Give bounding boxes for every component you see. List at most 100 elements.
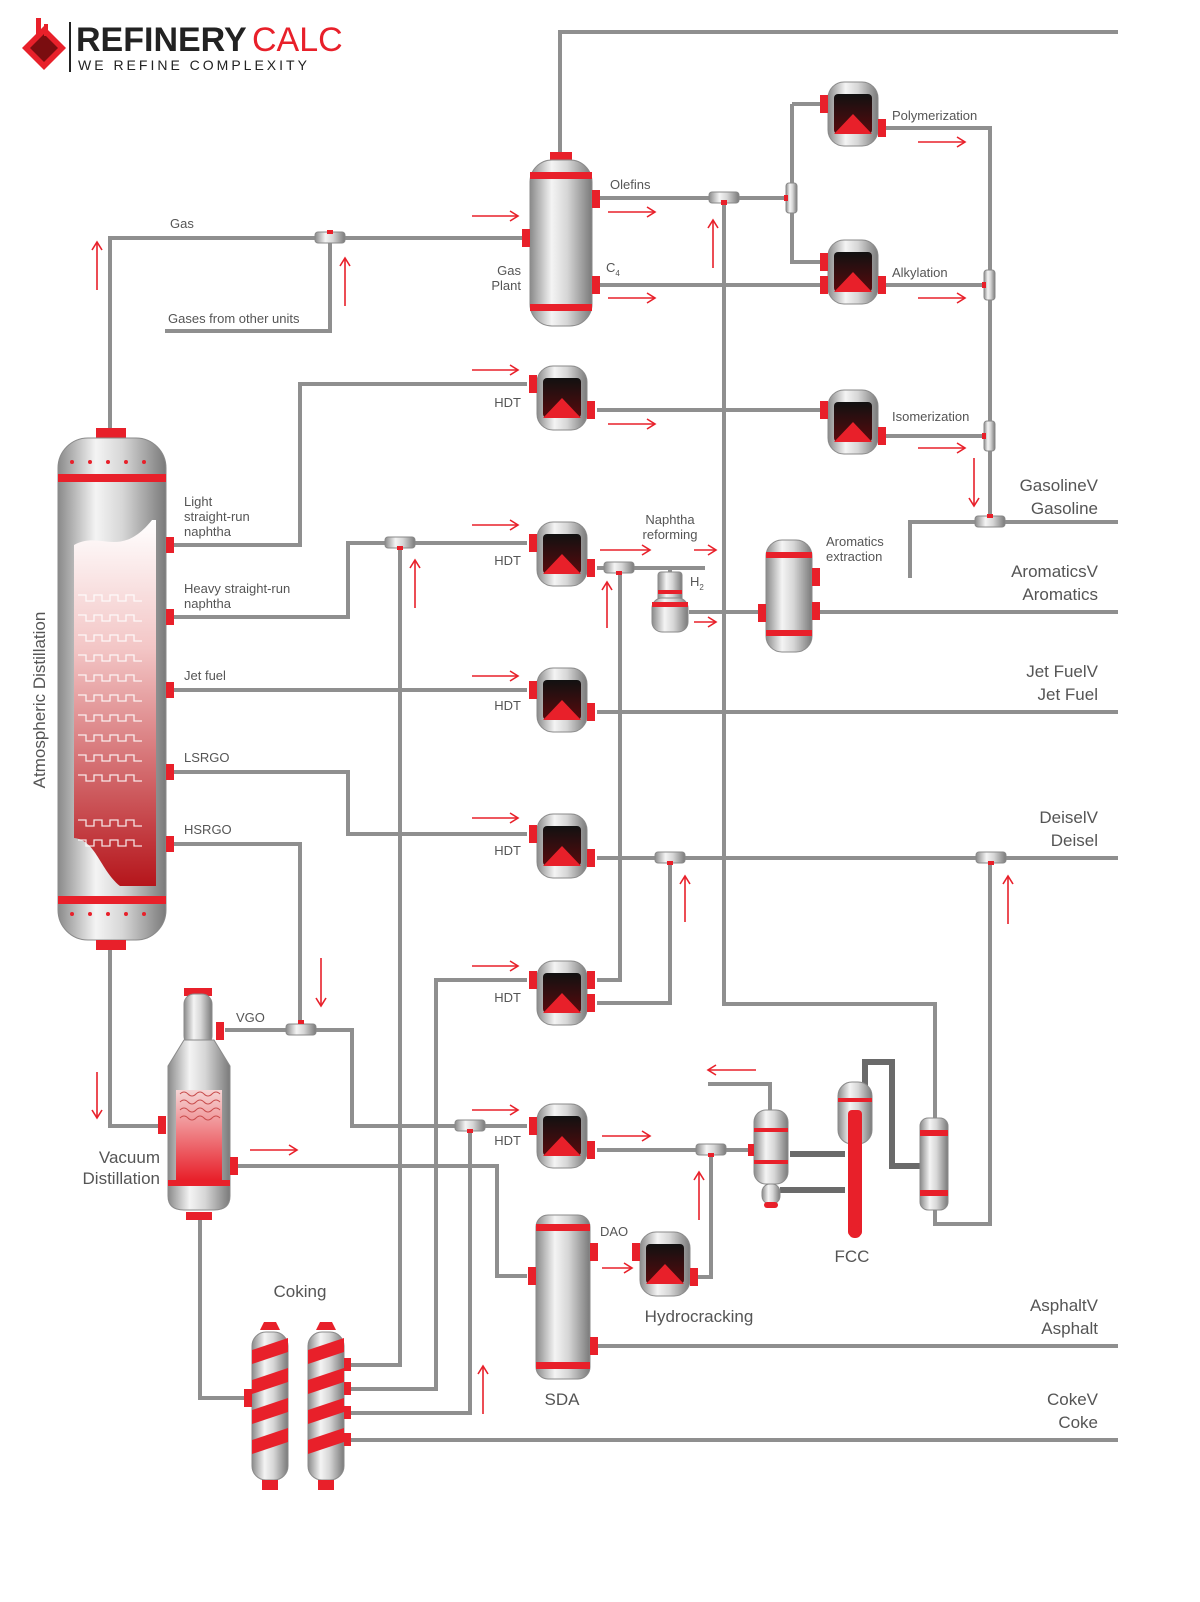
vacuum-distillation-label-line2: Distillation — [83, 1169, 160, 1188]
product-labels: GasolineV Gasoline AromaticsV Aromatics … — [1011, 476, 1099, 1432]
gas-label: Gas — [170, 216, 194, 231]
heavy-naphtha-label-line1: Heavy straight-run — [184, 581, 290, 596]
aromatics-extraction-label-line2: extraction — [826, 549, 882, 564]
hdt-label: HDT — [494, 553, 521, 568]
hdt-reactor — [529, 365, 595, 431]
junction — [384, 536, 416, 550]
arrow-up-icon — [409, 558, 421, 608]
h2-label: H2 — [690, 574, 704, 592]
light-naphtha-label-line1: Light — [184, 494, 213, 509]
hdt-reactor — [529, 521, 595, 587]
alkylation-label: Alkylation — [892, 265, 948, 280]
junctions — [285, 182, 1007, 1157]
naphtha-reforming-unit — [651, 571, 689, 633]
aromatics-extraction-vessel — [758, 539, 820, 653]
arrow-right-icon — [918, 442, 967, 454]
product-label: Coke — [1058, 1413, 1098, 1432]
arrow-right-icon — [472, 210, 520, 222]
arrow-down-icon — [968, 458, 980, 508]
product-label: Gasoline — [1031, 499, 1098, 518]
hdt-reactor — [529, 1103, 595, 1169]
flow-arrows — [91, 136, 1014, 1414]
product-label: Asphalt — [1041, 1319, 1098, 1338]
arrow-up-icon — [477, 1364, 489, 1414]
junction — [603, 561, 635, 575]
arrow-right-icon — [472, 1104, 520, 1116]
gas-plant-label-line2: Plant — [491, 278, 521, 293]
arrow-down-icon — [315, 958, 327, 1008]
naphtha-reforming-label-line1: Naphtha — [645, 512, 695, 527]
junction — [314, 230, 346, 244]
junction — [975, 851, 1007, 865]
coking-label: Coking — [274, 1282, 327, 1301]
arrow-left-icon — [706, 1064, 756, 1076]
arrow-up-icon — [679, 874, 691, 922]
c4-label: C4 — [606, 260, 620, 278]
fcc-label: FCC — [835, 1247, 870, 1266]
arrow-right-icon — [472, 812, 520, 824]
dao-label: DAO — [600, 1224, 628, 1239]
arrow-right-icon — [608, 418, 657, 430]
atmospheric-distillation-column — [57, 428, 174, 950]
coking-drum — [307, 1322, 351, 1490]
olefins-label: Olefins — [610, 177, 651, 192]
pipe-network — [108, 30, 1118, 1442]
product-code: CokeV — [1047, 1390, 1099, 1409]
vgo-label: VGO — [236, 1010, 265, 1025]
arrow-right-icon — [602, 1130, 652, 1142]
arrow-right-icon — [918, 292, 967, 304]
arrow-up-icon — [693, 1170, 705, 1220]
hydrocracking-label: Hydrocracking — [645, 1307, 754, 1326]
junction — [708, 191, 740, 205]
junction — [285, 1020, 317, 1036]
logo: REFINERY CALC WE REFINE COMPLEXITY — [22, 18, 343, 73]
arrow-right-icon — [472, 364, 520, 376]
sda-label: SDA — [545, 1390, 581, 1409]
arrow-up-icon — [1002, 874, 1014, 924]
jet-fuel-stream-label: Jet fuel — [184, 668, 226, 683]
product-label: Deisel — [1051, 831, 1098, 850]
atmospheric-distillation-label: Atmospheric Distillation — [30, 612, 49, 789]
coking-drum — [244, 1322, 289, 1490]
junction — [982, 420, 996, 452]
vacuum-distillation-label-line1: Vacuum — [99, 1148, 160, 1167]
arrow-right-icon — [250, 1144, 299, 1156]
product-label: Jet Fuel — [1038, 685, 1098, 704]
junction — [974, 514, 1006, 528]
arrow-right-icon — [600, 544, 652, 556]
naphtha-reforming-label-line2: reforming — [643, 527, 698, 542]
gas-plant-label-line1: Gas — [497, 263, 521, 278]
junction — [654, 851, 686, 865]
isomerization-label: Isomerization — [892, 409, 969, 424]
product-code: DeiselV — [1039, 808, 1098, 827]
polymerization-reactor — [820, 81, 886, 147]
sda-vessel — [528, 1214, 598, 1380]
hdt-reactor — [529, 960, 595, 1026]
logo-name-part2: CALC — [252, 21, 343, 59]
logo-icon — [22, 18, 66, 70]
isomerization-reactor — [820, 389, 886, 455]
gases-from-other-units-label: Gases from other units — [168, 311, 300, 326]
hdt-label: HDT — [494, 1133, 521, 1148]
product-code: AsphaltV — [1030, 1296, 1099, 1315]
arrow-up-icon — [601, 580, 613, 628]
product-code: GasolineV — [1020, 476, 1099, 495]
product-label: Aromatics — [1022, 585, 1098, 604]
polymerization-label: Polymerization — [892, 108, 977, 123]
arrow-right-icon — [694, 616, 718, 628]
arrow-up-icon — [339, 256, 351, 306]
gas-plant-vessel — [522, 152, 600, 327]
aromatics-extraction-label-line1: Aromatics — [826, 534, 884, 549]
hdt-label: HDT — [494, 990, 521, 1005]
logo-name-part1: REFINERY — [76, 21, 247, 59]
junction — [982, 269, 996, 301]
arrow-right-icon — [472, 960, 520, 972]
arrow-right-icon — [602, 1262, 634, 1274]
vacuum-distillation-column — [158, 988, 238, 1220]
arrow-right-icon — [472, 519, 520, 531]
product-code: Jet FuelV — [1026, 662, 1098, 681]
arrow-right-icon — [472, 670, 520, 682]
hdt-label: HDT — [494, 843, 521, 858]
hdt-reactor — [529, 813, 595, 879]
hdt-label: HDT — [494, 395, 521, 410]
